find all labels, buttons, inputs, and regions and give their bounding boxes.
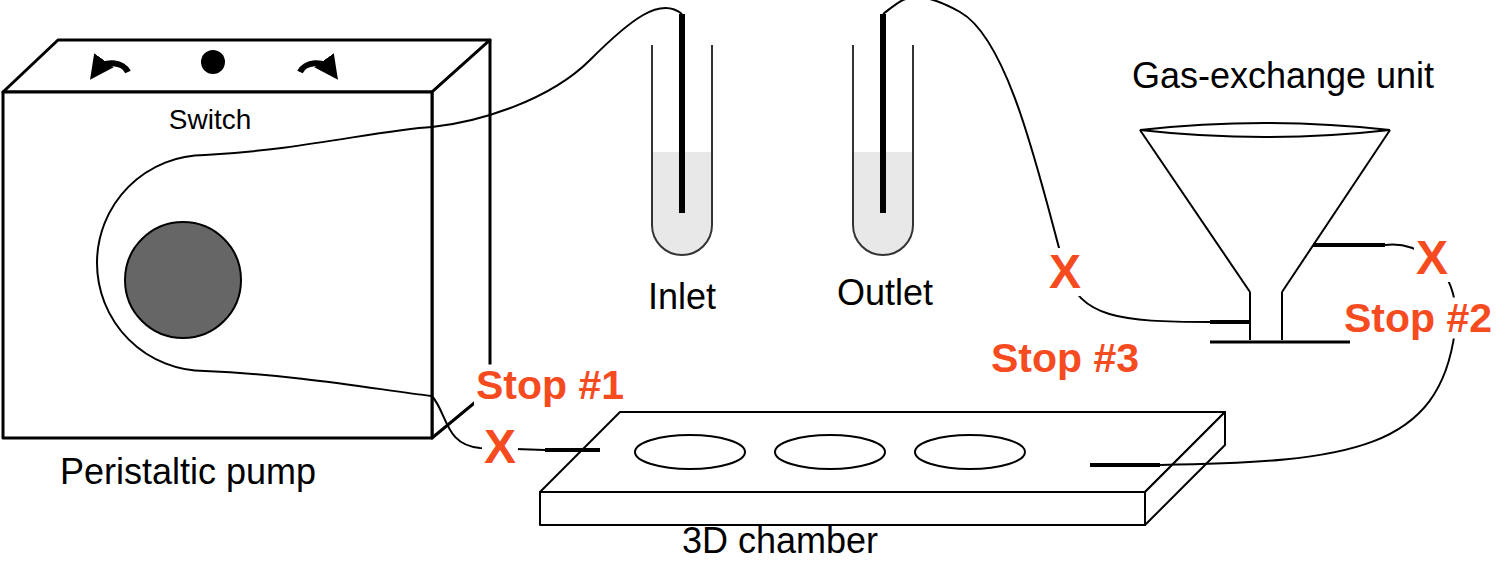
tubing-line <box>1160 244 1456 465</box>
node-title: Inlet <box>648 279 716 315</box>
pump-housing <box>3 40 490 438</box>
inlet-tube: Inlet <box>630 0 740 320</box>
stop-mark: X <box>1414 234 1450 282</box>
outlet-tube: Outlet <box>830 0 940 320</box>
switch-text: Switch <box>169 106 251 134</box>
stop-label: Stop #2 <box>1342 298 1494 339</box>
node-title: 3D chamber <box>682 523 878 559</box>
chamber-plate <box>540 412 1225 525</box>
stop-label: Stop #1 <box>474 365 626 406</box>
stop-label: Stop #3 <box>989 338 1141 379</box>
inlet-tube <box>652 14 712 255</box>
pump-unit: SwitchPeristaltic pump <box>0 30 500 500</box>
pump-rotor <box>97 127 432 396</box>
chamber-unit: 3D chamber <box>530 400 1230 562</box>
stop-mark: X <box>1047 248 1083 296</box>
tubing-line <box>883 0 1210 322</box>
stop-mark: X <box>482 423 518 471</box>
node-title: Peristaltic pump <box>60 454 316 490</box>
node-title: Outlet <box>837 275 933 311</box>
tubing-line <box>432 8 682 127</box>
node-title: Gas-exchange unit <box>1132 58 1434 94</box>
outlet-tube <box>853 14 913 255</box>
switch-symbols <box>97 50 331 74</box>
